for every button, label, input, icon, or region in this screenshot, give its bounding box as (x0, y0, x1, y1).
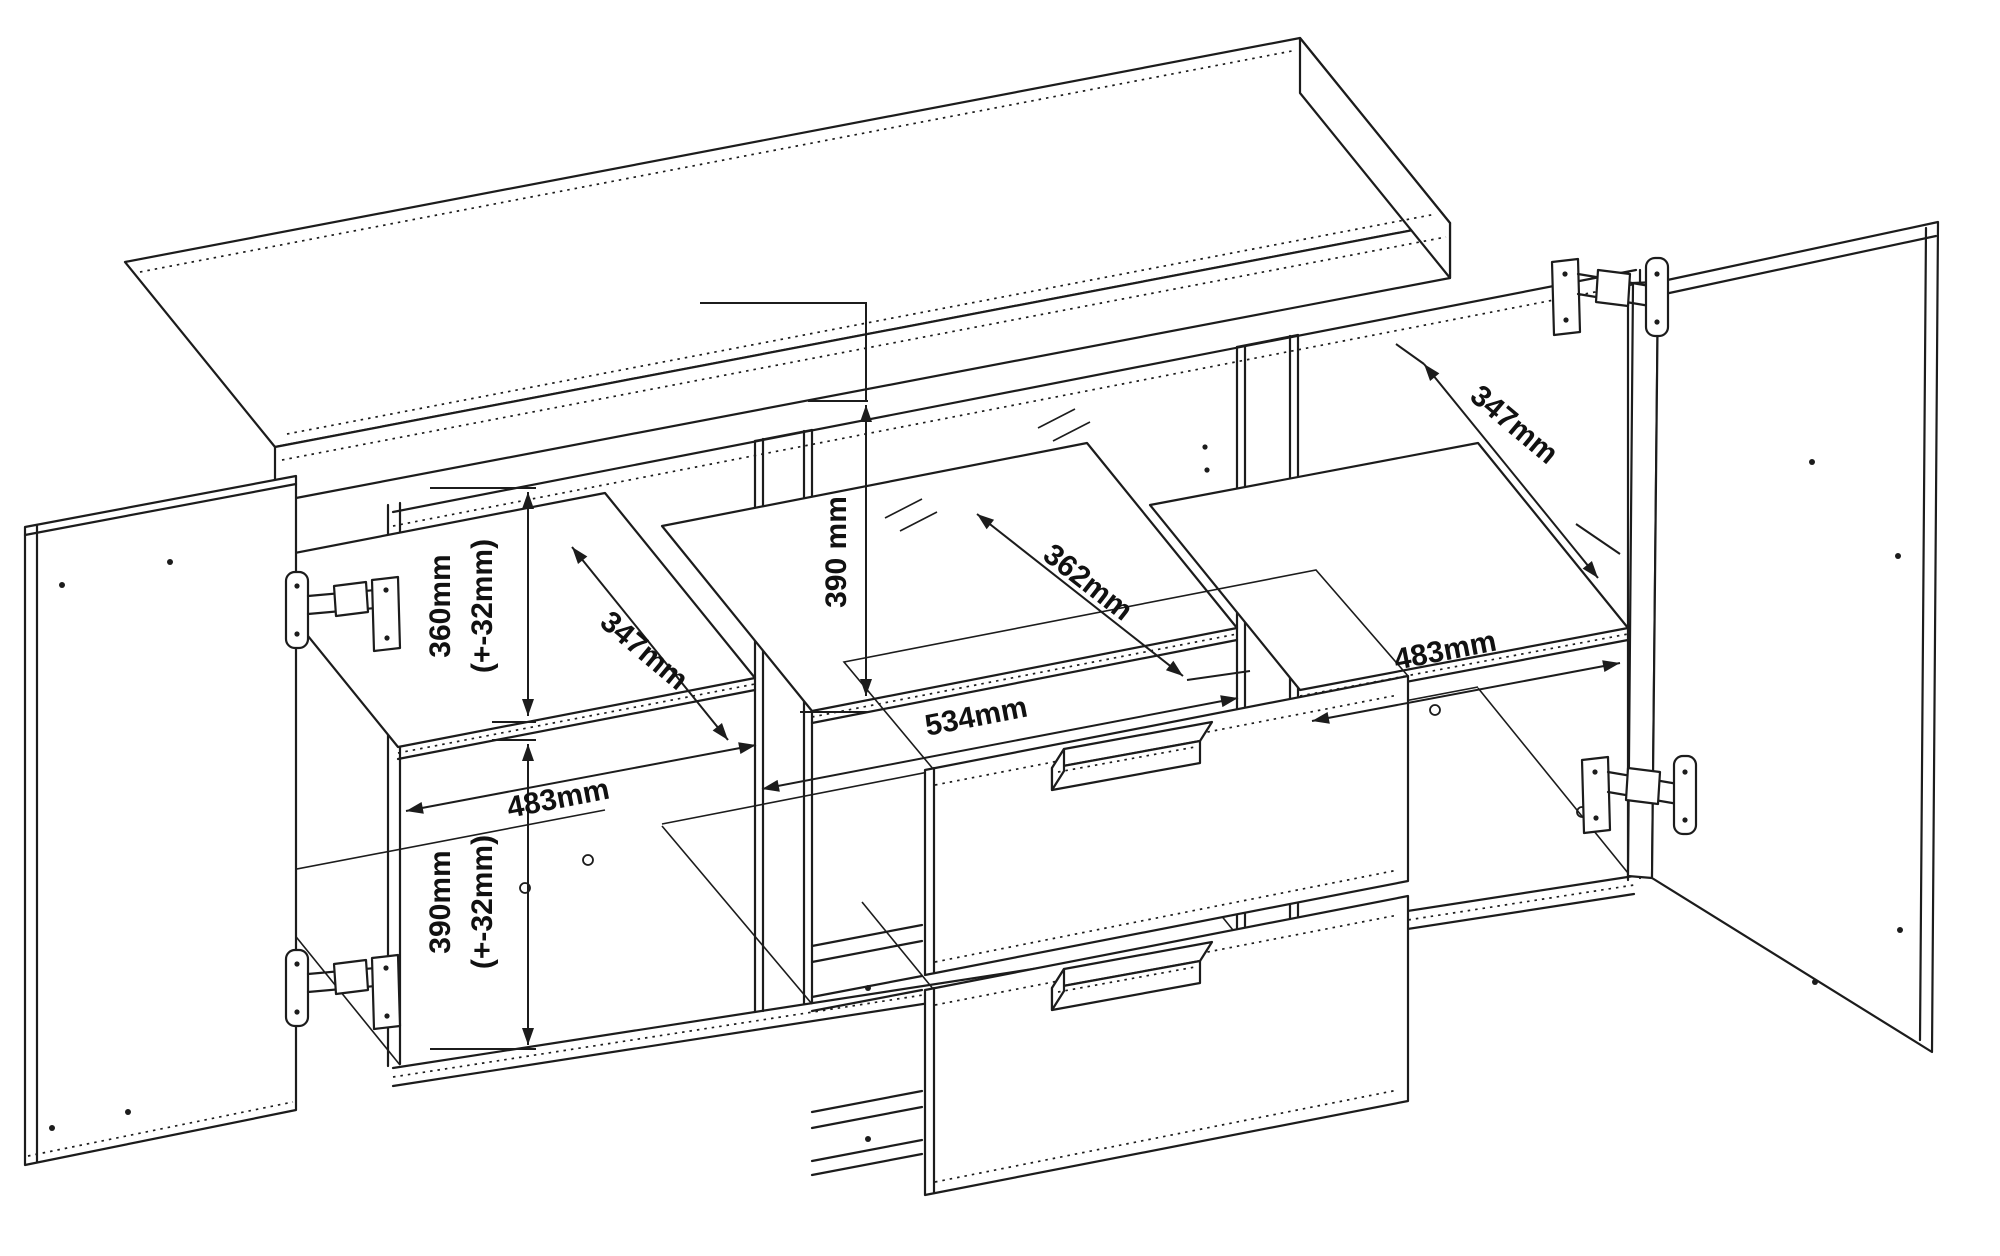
hinge-left-bottom (284, 948, 402, 1031)
dim-label-left-lower-height: 390mm (424, 850, 457, 953)
bottom-drawer-handle (1050, 940, 1214, 1012)
dim-center-height: 390 mm (700, 302, 872, 713)
dim-left-inner-width: 483mm (405, 742, 757, 825)
drawer-slides (810, 923, 924, 1177)
dim-label-left-upper-height: 360mm (424, 554, 457, 657)
hinge-right-top (1550, 256, 1670, 338)
bottom-drawer (923, 894, 1410, 1197)
dim-label-center-height: 390 mm (820, 496, 853, 608)
right-door-panel (1626, 220, 1940, 1054)
hinge-right-bottom (1580, 754, 1698, 836)
glass-hatch-marks (884, 408, 1091, 532)
dim-label-left-upper-tolerance: (+-32mm) (466, 539, 499, 673)
dim-label-left-inner-width: 483mm (504, 773, 612, 825)
dim-label-left-lower-tolerance: (+-32mm) (466, 835, 499, 969)
dim-left-lower-height: 390mm (+-32mm) (424, 739, 536, 1050)
dim-left-upper-height: 360mm (+-32mm) (424, 487, 536, 723)
left-door-panel (23, 474, 298, 1167)
hinge-left-top (284, 570, 402, 653)
top-panel (123, 36, 1452, 504)
right-shelf (1148, 441, 1630, 704)
